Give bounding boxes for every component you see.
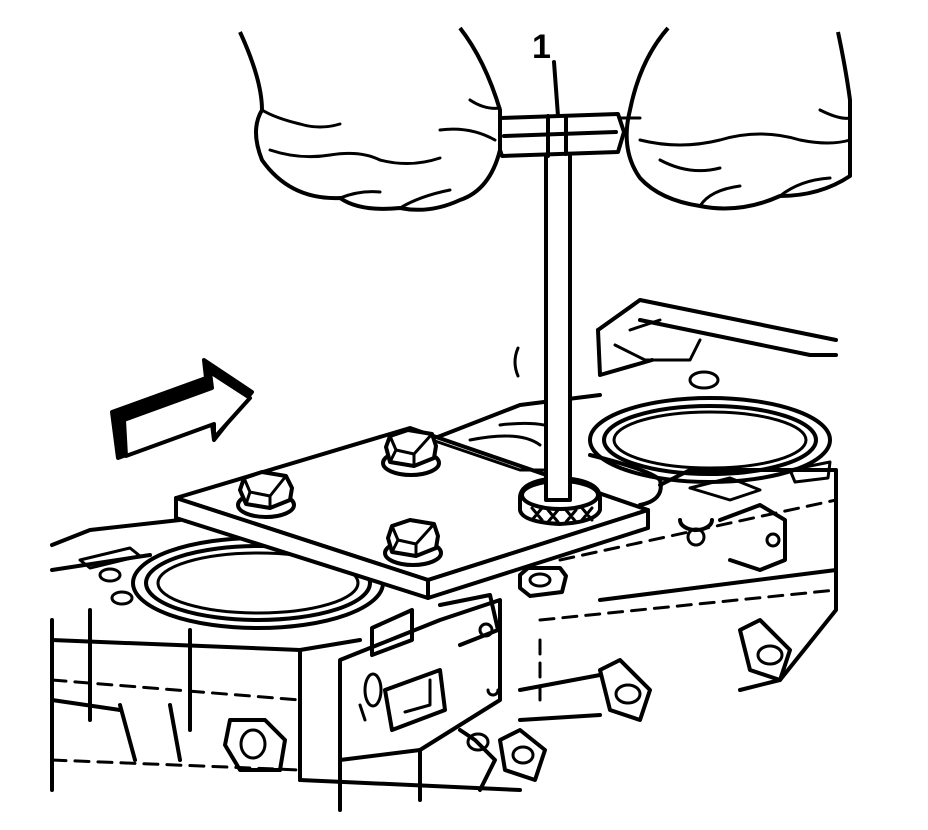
arrow-icon: [110, 358, 254, 460]
plate-bolt: [383, 518, 443, 567]
tool-t-handle: [494, 112, 626, 526]
callout-1: 1: [532, 28, 560, 118]
plate-bolt: [381, 428, 441, 477]
callout-label: 1: [532, 28, 551, 66]
front-flange: [338, 593, 502, 812]
right-hand: [618, 26, 852, 211]
callout-leader-line: [552, 60, 560, 118]
engine-block: [50, 298, 838, 812]
left-hand: [238, 26, 502, 212]
fixture-plate: [174, 426, 650, 600]
plate-bolt: [236, 470, 296, 519]
